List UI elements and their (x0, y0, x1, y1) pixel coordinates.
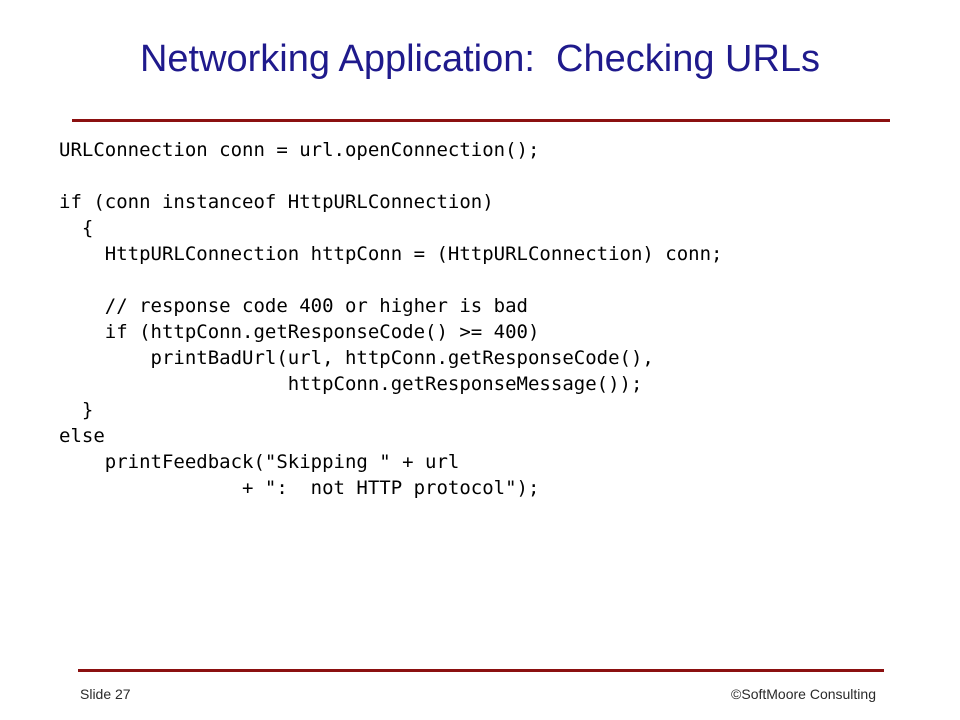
slide-number: Slide 27 (80, 686, 131, 702)
code-line (59, 267, 722, 293)
code-line: HttpURLConnection httpConn = (HttpURLCon… (59, 243, 723, 265)
code-line: printFeedback("Skipping " + url (59, 451, 460, 473)
code-line: URLConnection conn = url.openConnection(… (59, 139, 540, 161)
code-line: } (59, 399, 94, 421)
code-block: URLConnection conn = url.openConnection(… (59, 137, 722, 501)
code-line: + ": not HTTP protocol"); (59, 477, 540, 499)
code-line (59, 163, 722, 189)
code-line: else (59, 425, 105, 447)
footer-divider (78, 669, 884, 672)
code-line: // response code 400 or higher is bad (59, 295, 528, 317)
code-line: if (httpConn.getResponseCode() >= 400) (59, 321, 540, 343)
title-divider (72, 119, 890, 122)
code-line: printBadUrl(url, httpConn.getResponseCod… (59, 347, 654, 369)
copyright-notice: ©SoftMoore Consulting (731, 686, 876, 702)
code-line: if (conn instanceof HttpURLConnection) (59, 191, 494, 213)
code-line: httpConn.getResponseMessage()); (59, 373, 643, 395)
slide-title: Networking Application: Checking URLs (139, 38, 821, 80)
code-line: { (59, 217, 94, 239)
